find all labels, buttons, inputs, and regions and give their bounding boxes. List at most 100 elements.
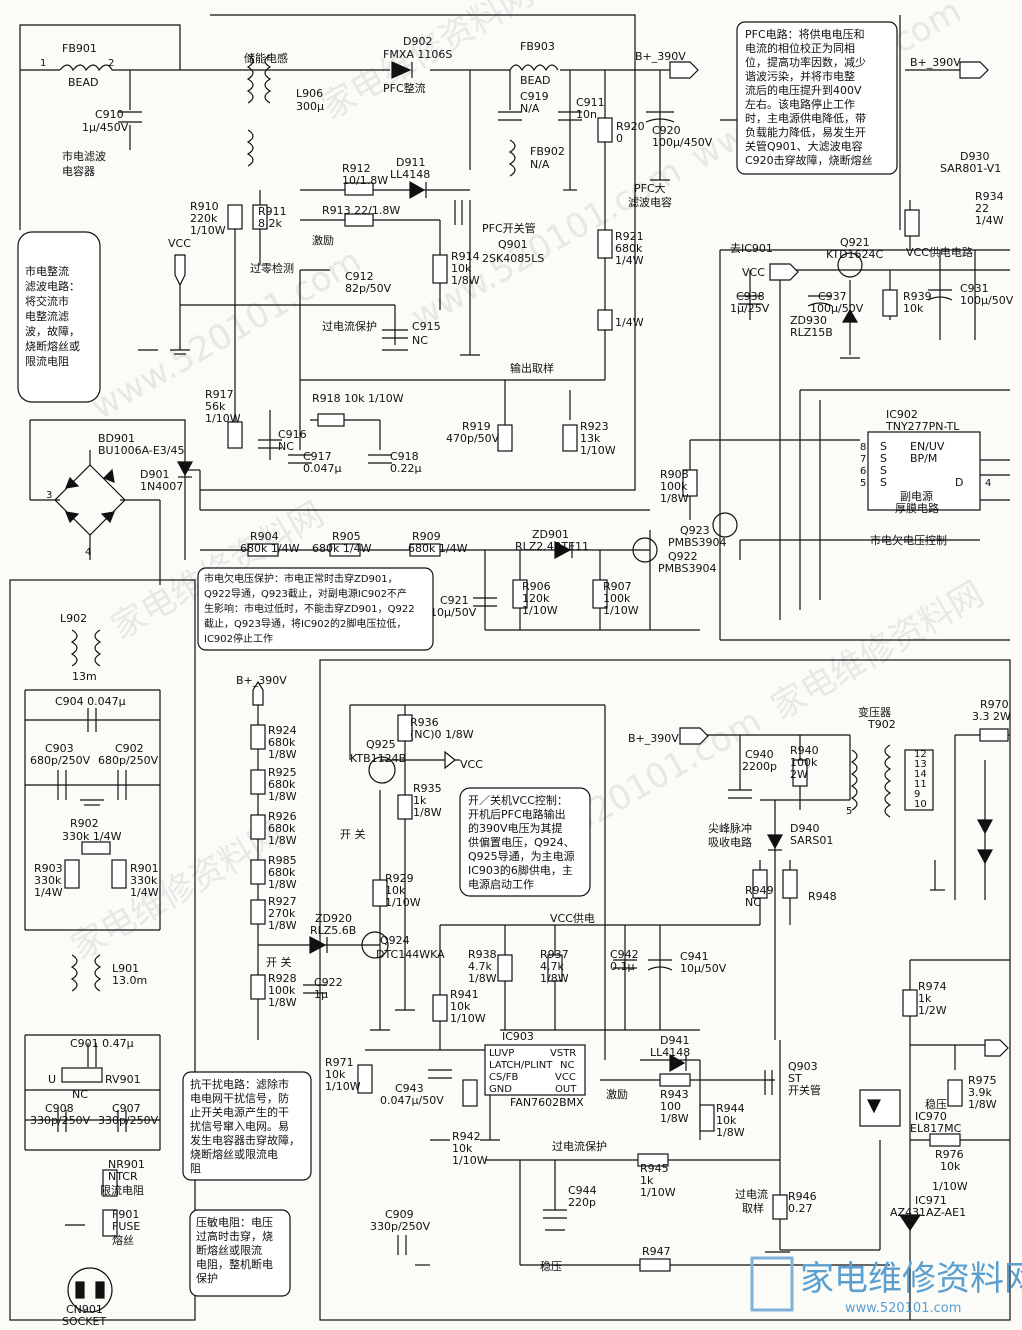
svg-text:R985: R985 bbox=[268, 854, 297, 867]
svg-text:680k 1/4W: 680k 1/4W bbox=[312, 542, 372, 555]
svg-text:R902: R902 bbox=[70, 817, 99, 830]
svg-text:D911: D911 bbox=[396, 156, 425, 169]
svg-text:1k: 1k bbox=[640, 1174, 654, 1187]
svg-text:1/8W: 1/8W bbox=[268, 790, 297, 803]
svg-text:LATCH/PLINT: LATCH/PLINT bbox=[489, 1060, 553, 1071]
svg-text:R927: R927 bbox=[268, 895, 297, 908]
svg-text:100k: 100k bbox=[660, 480, 688, 493]
svg-text:0: 0 bbox=[616, 132, 623, 145]
svg-text:1/10W: 1/10W bbox=[580, 444, 616, 457]
svg-text:FB901: FB901 bbox=[62, 42, 97, 55]
svg-text:C916: C916 bbox=[278, 428, 307, 441]
svg-text:D930: D930 bbox=[960, 150, 989, 163]
svg-text:S: S bbox=[880, 440, 887, 453]
svg-text:1/10W: 1/10W bbox=[450, 1012, 486, 1025]
svg-text:RLZ2.4BTE11: RLZ2.4BTE11 bbox=[515, 540, 589, 553]
svg-text:2W: 2W bbox=[790, 768, 808, 781]
svg-text:1/8W: 1/8W bbox=[660, 1112, 689, 1125]
svg-text:R971: R971 bbox=[325, 1056, 354, 1069]
svg-text:Q921: Q921 bbox=[840, 236, 870, 249]
svg-text:R910: R910 bbox=[190, 200, 219, 213]
svg-text:稳压: 稳压 bbox=[925, 1097, 947, 1111]
svg-text:C918: C918 bbox=[390, 450, 419, 463]
svg-text:C920: C920 bbox=[652, 124, 681, 137]
svg-text:S: S bbox=[880, 476, 887, 489]
svg-text:D941: D941 bbox=[660, 1034, 689, 1047]
svg-text:R974: R974 bbox=[918, 980, 947, 993]
varistor-note: 压敏电阻：电压 过高时击穿，烧 断熔丝或限流 电阻，整机断电 保护 bbox=[189, 1209, 291, 1297]
svg-text:C907: C907 bbox=[112, 1102, 141, 1115]
svg-text:1µ: 1µ bbox=[314, 988, 328, 1001]
svg-text:2: 2 bbox=[108, 58, 114, 69]
svg-text:开机后PFC电路输出: 开机后PFC电路输出 bbox=[468, 807, 566, 821]
svg-text:IC902: IC902 bbox=[886, 408, 918, 421]
svg-text:扰信号窜入电网。易: 扰信号窜入电网。易 bbox=[190, 1119, 289, 1133]
brand-logo: 家电维修资料网 www.520101.com bbox=[750, 1256, 1022, 1316]
svg-text:1/10W: 1/10W bbox=[325, 1080, 361, 1093]
svg-text:BU1006A-E3/45: BU1006A-E3/45 bbox=[98, 444, 185, 457]
svg-text:R920: R920 bbox=[616, 120, 645, 133]
svg-text:330p/250V: 330p/250V bbox=[370, 1220, 431, 1233]
svg-text:N/A: N/A bbox=[520, 102, 540, 115]
svg-text:电流的相位校正为同相: 电流的相位校正为同相 bbox=[745, 41, 855, 55]
ports bbox=[174, 61, 1009, 1057]
svg-text:C910: C910 bbox=[95, 108, 124, 121]
svg-text:过电流保护: 过电流保护 bbox=[322, 319, 377, 333]
svg-text:10: 10 bbox=[914, 799, 927, 810]
svg-text:发生电容器击穿故障，: 发生电容器击穿故障， bbox=[190, 1133, 300, 1147]
svg-text:R918 10k 1/10W: R918 10k 1/10W bbox=[312, 392, 404, 405]
svg-text:11: 11 bbox=[914, 779, 927, 790]
svg-text:100: 100 bbox=[660, 1100, 681, 1113]
svg-text:波，故障，: 波，故障， bbox=[25, 324, 80, 338]
svg-text:10n: 10n bbox=[576, 108, 597, 121]
svg-text:1/10W: 1/10W bbox=[452, 1154, 488, 1167]
svg-text:N/A: N/A bbox=[530, 158, 550, 171]
svg-text:BP/M: BP/M bbox=[910, 452, 937, 465]
svg-text:56k: 56k bbox=[205, 400, 226, 413]
svg-text:SOCKET: SOCKET bbox=[62, 1315, 106, 1328]
svg-text:限流电阻: 限流电阻 bbox=[25, 354, 69, 368]
svg-text:R906: R906 bbox=[522, 580, 551, 593]
svg-text:过电流: 过电流 bbox=[735, 1187, 768, 1201]
svg-text:1/8W: 1/8W bbox=[451, 274, 480, 287]
svg-text:时，主电源供电降低，带: 时，主电源供电降低，带 bbox=[745, 111, 866, 125]
svg-text:R937: R937 bbox=[540, 948, 569, 961]
svg-text:1µ/450V: 1µ/450V bbox=[82, 121, 129, 134]
svg-text:12: 12 bbox=[914, 749, 927, 760]
svg-text:RLZ15B: RLZ15B bbox=[790, 326, 833, 339]
svg-text:C919: C919 bbox=[520, 90, 549, 103]
svg-text:FAN7602BMX: FAN7602BMX bbox=[510, 1096, 584, 1109]
svg-text:13.0m: 13.0m bbox=[112, 974, 147, 987]
svg-text:R921: R921 bbox=[615, 230, 644, 243]
svg-text:10k: 10k bbox=[716, 1114, 737, 1127]
svg-text:120k: 120k bbox=[522, 592, 550, 605]
svg-text:1/8W: 1/8W bbox=[268, 834, 297, 847]
svg-text:激励: 激励 bbox=[606, 1087, 628, 1101]
svg-text:FB902: FB902 bbox=[530, 145, 565, 158]
svg-text:R936: R936 bbox=[410, 716, 439, 729]
svg-text:C944: C944 bbox=[568, 1184, 597, 1197]
svg-text:1/8W: 1/8W bbox=[268, 996, 297, 1009]
svg-text:www.520101.com: www.520101.com bbox=[845, 1301, 961, 1316]
svg-text:13m: 13m bbox=[72, 670, 97, 683]
svg-text:C903: C903 bbox=[45, 742, 74, 755]
svg-text:270k: 270k bbox=[268, 907, 296, 920]
svg-text:1/10W: 1/10W bbox=[205, 412, 241, 425]
svg-text:BD901: BD901 bbox=[98, 432, 135, 445]
svg-text:开／关机VCC控制：: 开／关机VCC控制： bbox=[468, 793, 568, 807]
svg-text:C941: C941 bbox=[680, 950, 709, 963]
svg-text:D901: D901 bbox=[140, 468, 169, 481]
svg-text:680k: 680k bbox=[268, 736, 296, 749]
svg-text:RV901: RV901 bbox=[105, 1073, 141, 1086]
svg-text:断熔丝或限流: 断熔丝或限流 bbox=[196, 1243, 262, 1257]
svg-text:R907: R907 bbox=[603, 580, 632, 593]
svg-text:C912: C912 bbox=[345, 270, 374, 283]
svg-text:1µ/25V: 1µ/25V bbox=[730, 302, 770, 315]
svg-text:0.22µ: 0.22µ bbox=[390, 462, 422, 475]
svg-text:烧断熔丝或: 烧断熔丝或 bbox=[25, 339, 80, 353]
svg-text:4.7k: 4.7k bbox=[540, 960, 564, 973]
svg-text:滤波电容: 滤波电容 bbox=[628, 195, 672, 209]
svg-text:BEAD: BEAD bbox=[520, 74, 551, 87]
svg-text:R912: R912 bbox=[342, 162, 371, 175]
svg-text:1/4W: 1/4W bbox=[615, 254, 644, 267]
